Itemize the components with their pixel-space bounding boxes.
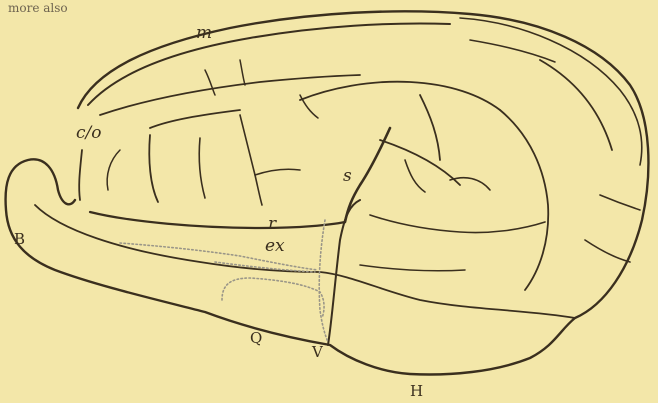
occipital-sulcus-4 — [585, 240, 630, 262]
stipple-vertical-region — [319, 220, 328, 342]
occipital-sulcus-6 — [360, 265, 465, 271]
label-m: m — [196, 23, 212, 43]
frontal-sulcus-4 — [199, 138, 205, 198]
parietal-sulcus-5 — [450, 178, 490, 190]
label-H: H — [410, 382, 423, 400]
stipple-ex-region — [120, 243, 318, 270]
label-B: B — [14, 230, 25, 248]
label-r: r — [268, 214, 277, 234]
frontal-sulcus-1 — [100, 75, 360, 115]
occipital-sulcus-1 — [500, 110, 548, 290]
frontal-sulcus-2 — [150, 110, 240, 128]
occipital-sulcus-3 — [600, 195, 640, 210]
orbital-line — [35, 205, 575, 318]
caption-fragment: more also — [8, 1, 68, 15]
label-ex: ex — [265, 236, 285, 256]
parietal-sulcus-1 — [300, 82, 500, 110]
stipple-lower-region — [222, 278, 324, 318]
frontal-sulcus-7 — [205, 70, 215, 95]
occipital-sulcus-5 — [470, 40, 555, 62]
parietal-sulcus-4 — [405, 160, 425, 192]
frontal-sulcus-8 — [240, 60, 245, 85]
label-Q: Q — [250, 329, 262, 347]
frontal-sulcus-6 — [255, 169, 300, 175]
rhinal-sulcus — [90, 212, 345, 228]
frontal-pole-sulcus — [79, 150, 82, 200]
frontal-sulcus-3 — [149, 135, 158, 202]
parietal-sulcus-6 — [370, 215, 545, 233]
parietal-sulcus-3 — [380, 140, 460, 185]
medial-edge-line — [88, 24, 450, 105]
hemisphere-outline — [6, 11, 649, 374]
label-co: c/o — [76, 123, 101, 143]
frontal-sulcus-5 — [240, 115, 262, 205]
parietal-sulcus-2 — [420, 95, 440, 160]
frontal-sulcus-10 — [107, 150, 120, 190]
medial-edge-line-2 — [460, 18, 642, 165]
label-V: V — [311, 343, 324, 361]
label-s: s — [343, 166, 352, 186]
occipital-sulcus-2 — [540, 60, 612, 150]
